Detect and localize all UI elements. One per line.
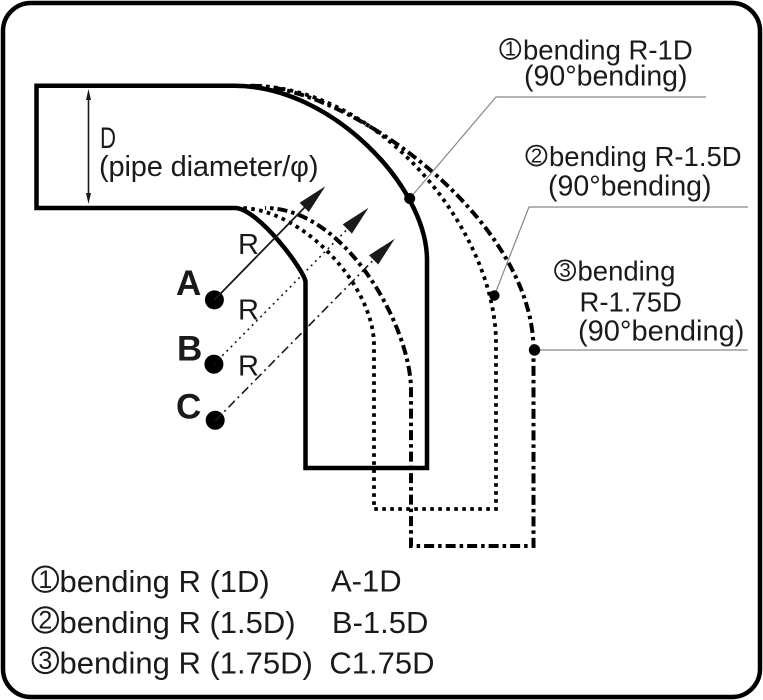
svg-text:B: B bbox=[177, 330, 202, 369]
svg-text:bending R-1.5D: bending R-1.5D bbox=[549, 141, 742, 172]
svg-text:bending R-1D: bending R-1D bbox=[523, 34, 693, 65]
svg-text:bending R (1.75D): bending R (1.75D) bbox=[60, 646, 313, 681]
svg-text:D: D bbox=[100, 122, 116, 155]
svg-text:R: R bbox=[238, 295, 259, 327]
svg-text:(pipe diameter/φ): (pipe diameter/φ) bbox=[99, 151, 318, 183]
svg-text:A-1D: A-1D bbox=[331, 564, 402, 599]
svg-text:1: 1 bbox=[505, 38, 516, 61]
svg-text:(90°bending): (90°bending) bbox=[548, 171, 712, 203]
svg-text:A: A bbox=[176, 264, 201, 303]
svg-text:3: 3 bbox=[38, 647, 52, 675]
svg-text:bending: bending bbox=[578, 256, 676, 287]
svg-text:2: 2 bbox=[531, 144, 542, 167]
svg-text:C1.75D: C1.75D bbox=[329, 646, 434, 681]
svg-text:R-1.75D: R-1.75D bbox=[580, 286, 682, 317]
svg-text:R: R bbox=[238, 351, 259, 383]
svg-text:(90°bending): (90°bending) bbox=[578, 316, 744, 348]
svg-text:B-1.5D: B-1.5D bbox=[332, 605, 428, 640]
svg-text:1: 1 bbox=[38, 566, 52, 594]
svg-text:C: C bbox=[176, 388, 201, 427]
svg-text:bending R (1D): bending R (1D) bbox=[60, 564, 270, 599]
svg-text:2: 2 bbox=[38, 607, 52, 635]
svg-text:3: 3 bbox=[559, 259, 570, 282]
svg-text:R: R bbox=[238, 229, 259, 261]
svg-text:(90°bending): (90°bending) bbox=[524, 61, 688, 93]
svg-text:bending R (1.5D): bending R (1.5D) bbox=[60, 605, 296, 640]
